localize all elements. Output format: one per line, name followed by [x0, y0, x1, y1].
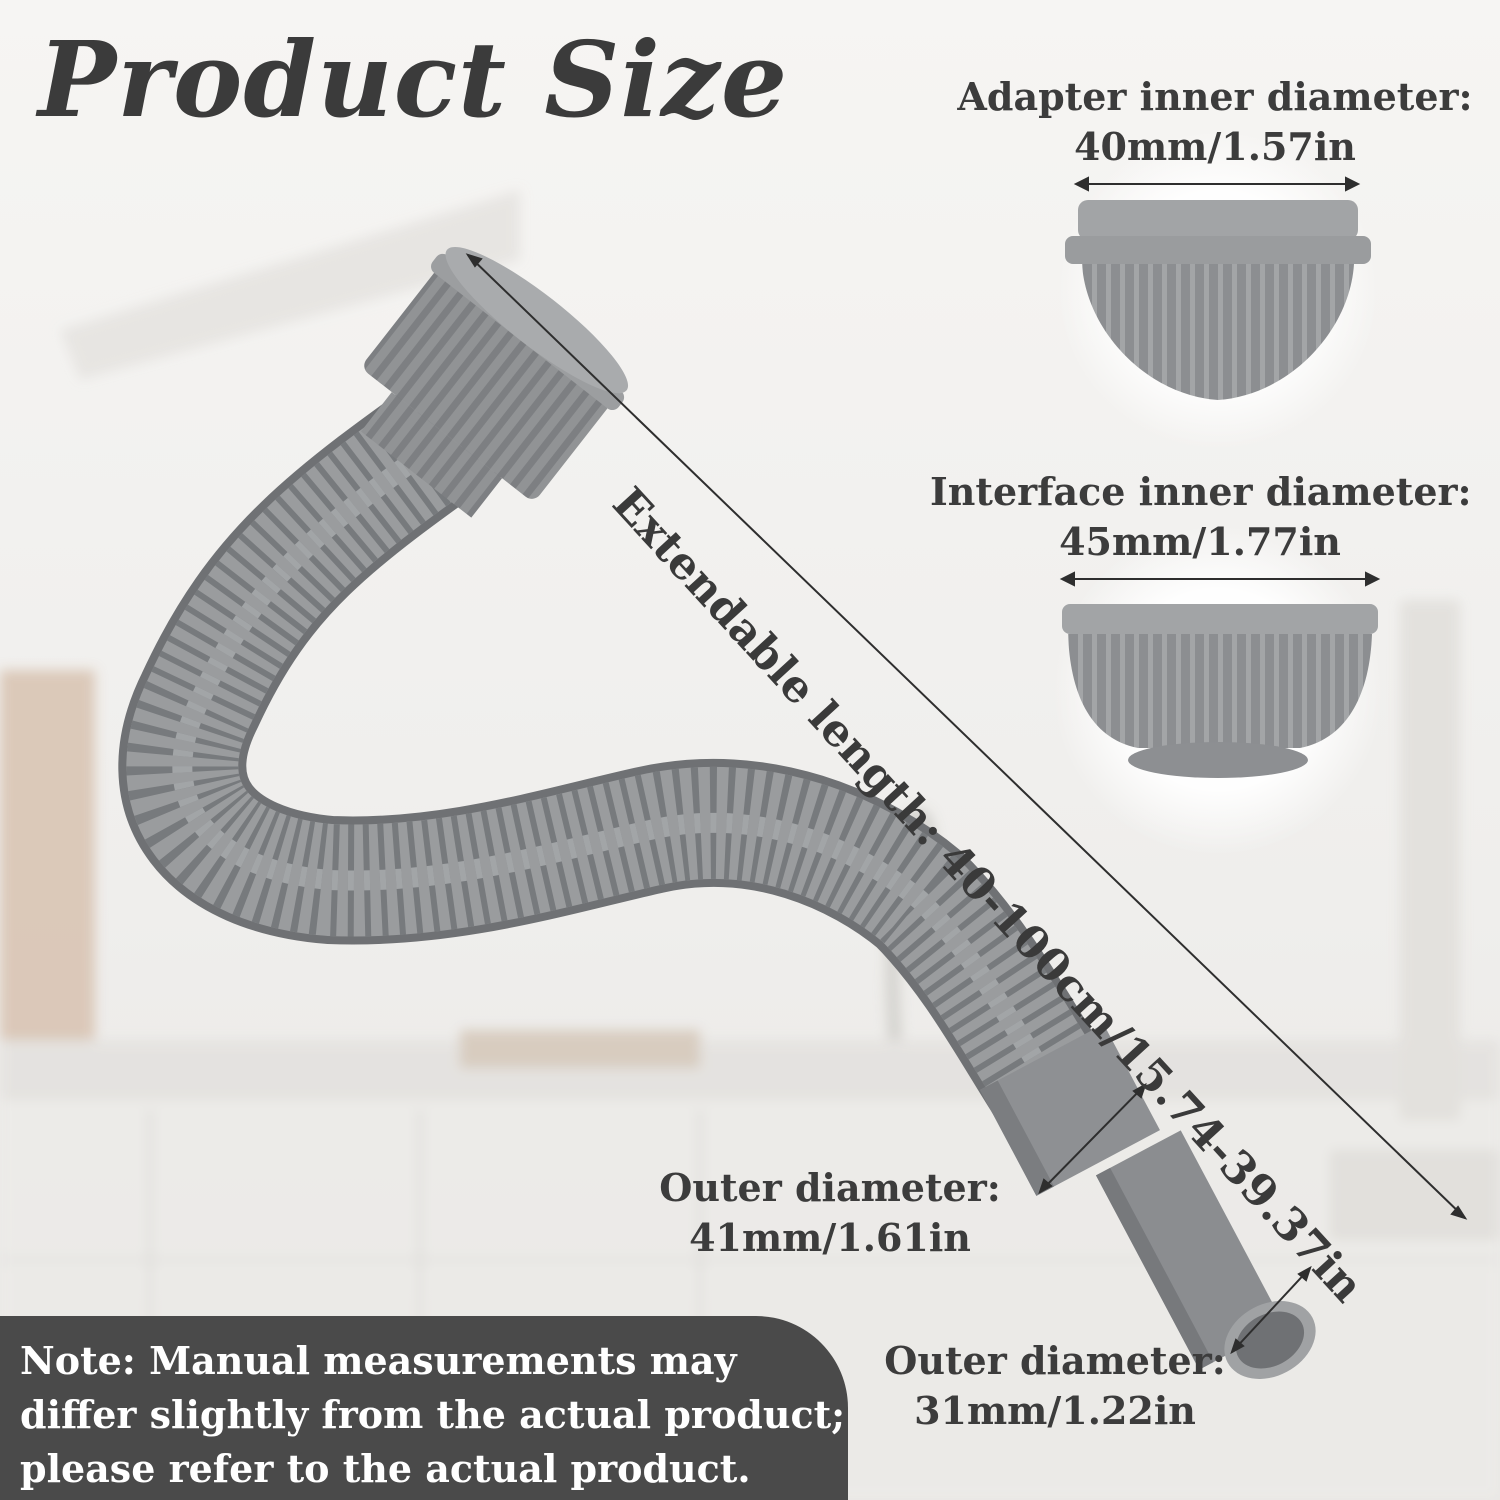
outer-diameter-small-callout: Outer diameter: 31mm/1.22in [865, 1336, 1245, 1436]
interface-diameter-value: 45mm/1.77in [1059, 519, 1341, 564]
outer-diameter-large-label: Outer diameter: [659, 1165, 1001, 1210]
interface-diameter-label: Interface inner diameter: [930, 469, 1472, 514]
measurement-note-text: Note: Manual measurements may differ sli… [0, 1316, 848, 1496]
measurement-note-box: Note: Manual measurements may differ sli… [0, 1316, 848, 1500]
corrugated-hose [118, 356, 1124, 1164]
adapter-diameter-value: 40mm/1.57in [1074, 124, 1356, 169]
note-line: please refer to the actual product. [20, 1446, 751, 1491]
outer-diameter-large-value: 41mm/1.61in [689, 1215, 971, 1260]
adapter-detail-image [1058, 130, 1378, 450]
hose-outlet-tube [980, 1024, 1316, 1379]
interface-diameter-callout: Interface inner diameter: 45mm/1.77in [930, 467, 1472, 567]
adapter-diameter-label: Adapter inner diameter: [957, 74, 1473, 119]
page-title: Product Size [38, 18, 789, 141]
interface-detail-image [1053, 525, 1383, 855]
outer-diameter-small-value: 31mm/1.22in [914, 1388, 1196, 1433]
note-line: differ slightly from the actual product; [20, 1392, 846, 1437]
dimension-lines [465, 176, 1468, 1355]
outer-diameter-large-callout: Outer diameter: 41mm/1.61in [640, 1163, 1020, 1263]
adapter-diameter-callout: Adapter inner diameter: 40mm/1.57in [955, 72, 1475, 172]
note-line: Note: Manual measurements may [20, 1338, 737, 1383]
outer-diameter-small-label: Outer diameter: [884, 1338, 1226, 1383]
